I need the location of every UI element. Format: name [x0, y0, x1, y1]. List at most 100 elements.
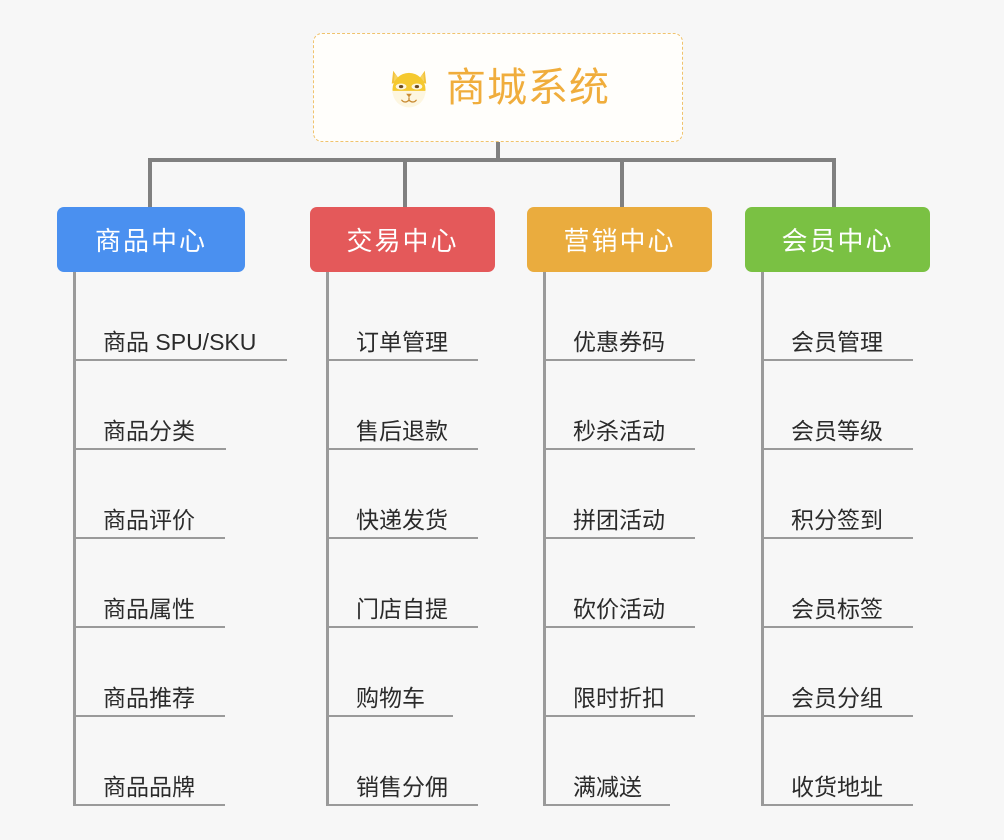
leaf-label: 积分签到: [791, 506, 883, 533]
root-label: 商城系统: [446, 65, 610, 110]
leaf-list-3: 优惠券码 秒杀活动 拼团活动 砍价活动 限时折扣 满减送: [527, 272, 712, 806]
leaf-item[interactable]: 购物车: [310, 628, 495, 717]
leaf-item[interactable]: 会员分组: [745, 628, 930, 717]
leaf-label: 售后退款: [356, 417, 448, 444]
connector-drop-1: [148, 160, 152, 207]
leaf-item[interactable]: 商品评价: [57, 450, 245, 539]
leaf-label: 销售分佣: [356, 773, 448, 800]
leaf-item[interactable]: 拼团活动: [527, 450, 712, 539]
leaf-underline: [543, 537, 695, 539]
leaf-item[interactable]: 门店自提: [310, 539, 495, 628]
root-node[interactable]: 商城系统: [313, 33, 683, 142]
leaf-underline: [761, 537, 913, 539]
leaf-underline: [543, 626, 695, 628]
branch-column-3: 营销中心 优惠券码 秒杀活动 拼团活动 砍价活动 限时折扣: [527, 207, 712, 806]
leaf-list-1: 商品 SPU/SKU 商品分类 商品评价 商品属性 商品推荐 商品品牌: [57, 272, 287, 806]
connector-drop-3: [620, 160, 624, 207]
leaf-item[interactable]: 订单管理: [310, 272, 495, 361]
branch-header-1[interactable]: 商品中心: [57, 207, 245, 272]
branch-column-4: 会员中心 会员管理 会员等级 积分签到 会员标签 会员分组: [745, 207, 930, 806]
branch-rail-4: [761, 272, 764, 806]
leaf-underline: [326, 804, 478, 806]
leaf-underline: [761, 448, 913, 450]
leaf-label: 拼团活动: [573, 506, 665, 533]
leaf-item[interactable]: 商品属性: [57, 539, 245, 628]
leaf-underline: [761, 626, 913, 628]
leaf-underline: [761, 804, 913, 806]
leaf-item[interactable]: 销售分佣: [310, 717, 495, 806]
connector-horizontal-bus: [148, 158, 836, 162]
leaf-underline: [73, 715, 225, 717]
leaf-label: 满减送: [573, 773, 642, 800]
leaf-underline: [73, 359, 287, 361]
leaf-underline: [326, 359, 478, 361]
branch-header-3[interactable]: 营销中心: [527, 207, 712, 272]
branch-header-label: 交易中心: [346, 226, 459, 256]
leaf-underline: [73, 537, 225, 539]
leaf-label: 秒杀活动: [573, 417, 665, 444]
leaf-label: 商品 SPU/SKU: [103, 328, 257, 355]
leaf-underline: [326, 626, 478, 628]
leaf-underline: [543, 715, 695, 717]
leaf-list-4: 会员管理 会员等级 积分签到 会员标签 会员分组 收货地址: [745, 272, 930, 806]
leaf-label: 门店自提: [356, 595, 448, 622]
leaf-item[interactable]: 售后退款: [310, 361, 495, 450]
leaf-label: 商品分类: [103, 417, 195, 444]
leaf-underline: [543, 804, 670, 806]
branch-header-4[interactable]: 会员中心: [745, 207, 930, 272]
branch-column-1: 商品中心 商品 SPU/SKU 商品分类 商品评价 商品属性 商品推荐: [57, 207, 287, 806]
leaf-label: 商品推荐: [103, 684, 195, 711]
leaf-item[interactable]: 限时折扣: [527, 628, 712, 717]
leaf-underline: [543, 359, 695, 361]
leaf-label: 商品品牌: [103, 773, 195, 800]
leaf-item[interactable]: 满减送: [527, 717, 712, 806]
branch-column-2: 交易中心 订单管理 售后退款 快递发货 门店自提 购物车: [310, 207, 495, 806]
leaf-label: 砍价活动: [573, 595, 665, 622]
leaf-item[interactable]: 商品品牌: [57, 717, 245, 806]
leaf-item[interactable]: 会员等级: [745, 361, 930, 450]
connector-root-stem: [496, 142, 500, 160]
leaf-label: 快递发货: [356, 506, 448, 533]
connector-drop-4: [832, 160, 836, 207]
leaf-item[interactable]: 商品分类: [57, 361, 245, 450]
leaf-underline: [73, 448, 226, 450]
leaf-item[interactable]: 商品推荐: [57, 628, 245, 717]
leaf-item[interactable]: 优惠券码: [527, 272, 712, 361]
leaf-underline: [326, 537, 478, 539]
branch-header-label: 营销中心: [563, 226, 676, 256]
branch-rail-2: [326, 272, 329, 806]
leaf-label: 购物车: [356, 684, 425, 711]
leaf-underline: [543, 448, 695, 450]
leaf-item[interactable]: 快递发货: [310, 450, 495, 539]
leaf-item[interactable]: 会员标签: [745, 539, 930, 628]
leaf-label: 商品评价: [103, 506, 195, 533]
leaf-item[interactable]: 积分签到: [745, 450, 930, 539]
leaf-label: 商品属性: [103, 595, 195, 622]
leaf-label: 限时折扣: [573, 684, 665, 711]
leaf-underline: [73, 804, 225, 806]
shiba-dog-icon: [391, 70, 427, 107]
leaf-item[interactable]: 收货地址: [745, 717, 930, 806]
leaf-label: 会员等级: [791, 417, 883, 444]
branch-header-label: 会员中心: [781, 226, 894, 256]
leaf-label: 优惠券码: [573, 328, 665, 355]
leaf-list-2: 订单管理 售后退款 快递发货 门店自提 购物车 销售分佣: [310, 272, 495, 806]
leaf-underline: [761, 715, 913, 717]
leaf-label: 会员标签: [791, 595, 883, 622]
leaf-label: 会员分组: [791, 684, 883, 711]
leaf-label: 收货地址: [791, 773, 883, 800]
branch-rail-1: [73, 272, 76, 806]
branch-rail-3: [543, 272, 546, 806]
leaf-item[interactable]: 会员管理: [745, 272, 930, 361]
leaf-underline: [73, 626, 225, 628]
leaf-item[interactable]: 秒杀活动: [527, 361, 712, 450]
leaf-item[interactable]: 砍价活动: [527, 539, 712, 628]
branch-header-2[interactable]: 交易中心: [310, 207, 495, 272]
connector-drop-2: [403, 160, 407, 207]
branch-header-label: 商品中心: [94, 226, 207, 256]
leaf-underline: [326, 715, 453, 717]
leaf-underline: [761, 359, 913, 361]
leaf-item[interactable]: 商品 SPU/SKU: [57, 272, 287, 361]
leaf-label: 会员管理: [791, 328, 883, 355]
